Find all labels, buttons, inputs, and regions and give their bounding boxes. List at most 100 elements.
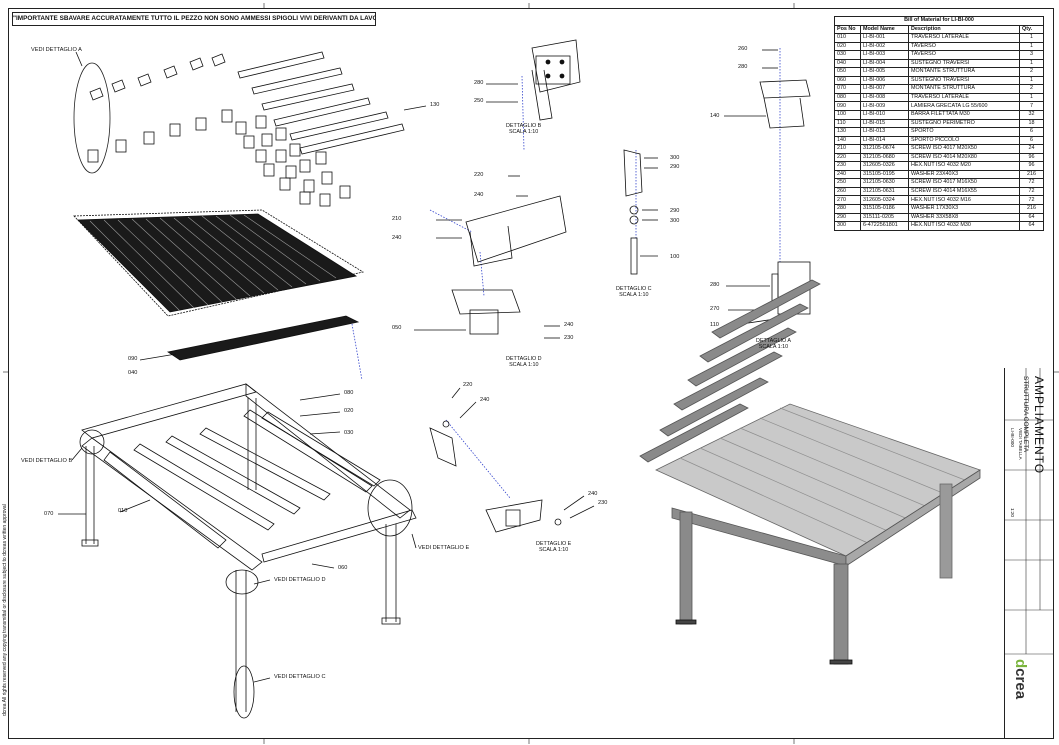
caption-detail-a: DETTAGLIO A SCALA 1:10 [756, 338, 791, 350]
detail-d-drawing [414, 175, 567, 339]
bom-cell-pos: 140 [834, 135, 861, 146]
detail-c-drawing [623, 149, 658, 275]
callout-070: 070 [44, 511, 54, 517]
bom-cell-qty: 2 [1018, 84, 1045, 94]
bom-cell-model: 315111-0205 [860, 212, 909, 223]
brand-logo: dcrea [1012, 657, 1045, 735]
bom-cell-model: 315105-0195 [860, 169, 909, 180]
bom-cell-qty: 7 [1018, 101, 1045, 111]
leader-130 [403, 105, 427, 111]
explode-lines [351, 48, 781, 499]
callout-d-230: 230 [564, 335, 574, 341]
main-frame [81, 383, 417, 712]
bom-cell-pos: 290 [834, 212, 861, 223]
bom-cell-description: SUSTEGNO PERIMETRO [908, 118, 1020, 129]
callout-020: 020 [344, 408, 354, 414]
brand-logo-text: dcrea [1012, 659, 1029, 700]
bom-cell-qty: 96 [1018, 161, 1045, 171]
callout-d-050: 050 [392, 325, 402, 331]
bom-cell-model: 312105-0631 [860, 186, 909, 197]
bom-cell-model: LI-BI-006 [860, 75, 909, 86]
callout-vedi-dettaglio-d: VEDI DETTAGLIO D [274, 577, 326, 583]
bom-header-pos: Pos No [834, 24, 861, 35]
bom-header-description: Description [908, 24, 1020, 35]
bom-cell-qty: 2 [1018, 67, 1045, 77]
callout-040: 040 [128, 370, 138, 376]
bom-cell-model: LI-BI-009 [860, 101, 909, 111]
project-subtitle: STRUTTURA COMPLETA [1022, 376, 1029, 453]
bom-cell-qty: 72 [1018, 178, 1045, 188]
callout-e-220: 220 [463, 382, 473, 388]
bom-cell-qty: 216 [1018, 204, 1045, 214]
callout-d-240-top: 240 [474, 192, 484, 198]
bill-of-material-table: Bill of Material for LI-BI-000 Pos No Mo… [833, 16, 1045, 231]
caption-detail-a-title: DETTAGLIO A [756, 338, 791, 344]
callout-vedi-dettaglio-c: VEDI DETTAGLIO C [274, 674, 326, 680]
bom-cell-qty: 64 [1018, 221, 1045, 231]
bom-cell-qty: 24 [1018, 144, 1045, 154]
bom-cell-description: WASHER 17X30X3 [908, 204, 1020, 214]
bom-cell-description: SUSTEGNO TRAVERSI [908, 75, 1020, 86]
bom-cell-description: TAVERSO [908, 50, 1020, 60]
callout-a-280-lower: 280 [710, 282, 720, 288]
bom-cell-qty: 6 [1018, 135, 1045, 146]
caption-detail-e: DETTAGLIO E SCALA 1:10 [536, 541, 571, 553]
callout-080: 080 [344, 390, 354, 396]
bom-cell-description: HEX.NUT ISO 4032 M16 [908, 195, 1020, 206]
callout-130: 130 [430, 102, 440, 108]
callout-d-240-right: 240 [564, 322, 574, 328]
zone-ticks [3, 3, 1059, 744]
bom-cell-model: LI-BI-014 [860, 135, 909, 146]
sheet-reference: VEDI TABELLA [1018, 428, 1023, 460]
caption-detail-d: DETTAGLIO D SCALA 1:10 [506, 356, 542, 368]
bom-cell-qty: 64 [1018, 212, 1045, 223]
title-block: AMPLIAMENTO STRUTTURA COMPLETA LI-BI-000… [1004, 368, 1055, 739]
bom-cell-model: 312605-0324 [860, 195, 909, 206]
bom-cell-pos: 010 [834, 33, 861, 43]
bom-cell-qty: 1 [1018, 33, 1045, 43]
corrugated-roof-sheet [73, 209, 365, 361]
bom-cell-pos: 050 [834, 67, 861, 77]
sheet-frame [8, 8, 1054, 739]
bom-header-model: Model Name [860, 24, 909, 35]
bom-cell-qty: 6 [1018, 127, 1045, 137]
callout-090: 090 [128, 356, 138, 362]
caption-detail-d-title: DETTAGLIO D [506, 356, 542, 362]
bom-cell-qty: 1 [1018, 75, 1045, 86]
callout-a-260: 260 [738, 46, 748, 52]
bom-cell-model: 312105-0630 [860, 178, 909, 188]
bom-cell-description: SCREW ISO 4014 M16X55 [908, 186, 1020, 197]
callout-c-300-lower: 300 [670, 218, 680, 224]
bom-cell-description: LAMIERA GRECATA LG 55/600 [908, 101, 1020, 111]
bom-cell-pos: 230 [834, 161, 861, 171]
detail-e-drawing [429, 387, 595, 533]
caption-detail-b-title: DETTAGLIO B [506, 123, 542, 129]
brand-name: crea [1012, 668, 1029, 700]
callout-b-250: 250 [474, 98, 484, 104]
deburr-note: "IMPORTANTE SBAVARE ACCURATAMENTE TUTTO … [12, 12, 376, 26]
bom-cell-model: LI-BI-002 [860, 41, 909, 52]
bom-cell-pos: 280 [834, 204, 861, 214]
callout-e-240: 240 [480, 397, 490, 403]
bom-cell-model: 6-4722561801 [860, 221, 909, 231]
bom-header-qty: Qty. [1018, 24, 1045, 35]
callout-a-140: 140 [710, 113, 720, 119]
bom-cell-qty: 96 [1018, 152, 1045, 163]
bom-cell-pos: 240 [834, 169, 861, 180]
